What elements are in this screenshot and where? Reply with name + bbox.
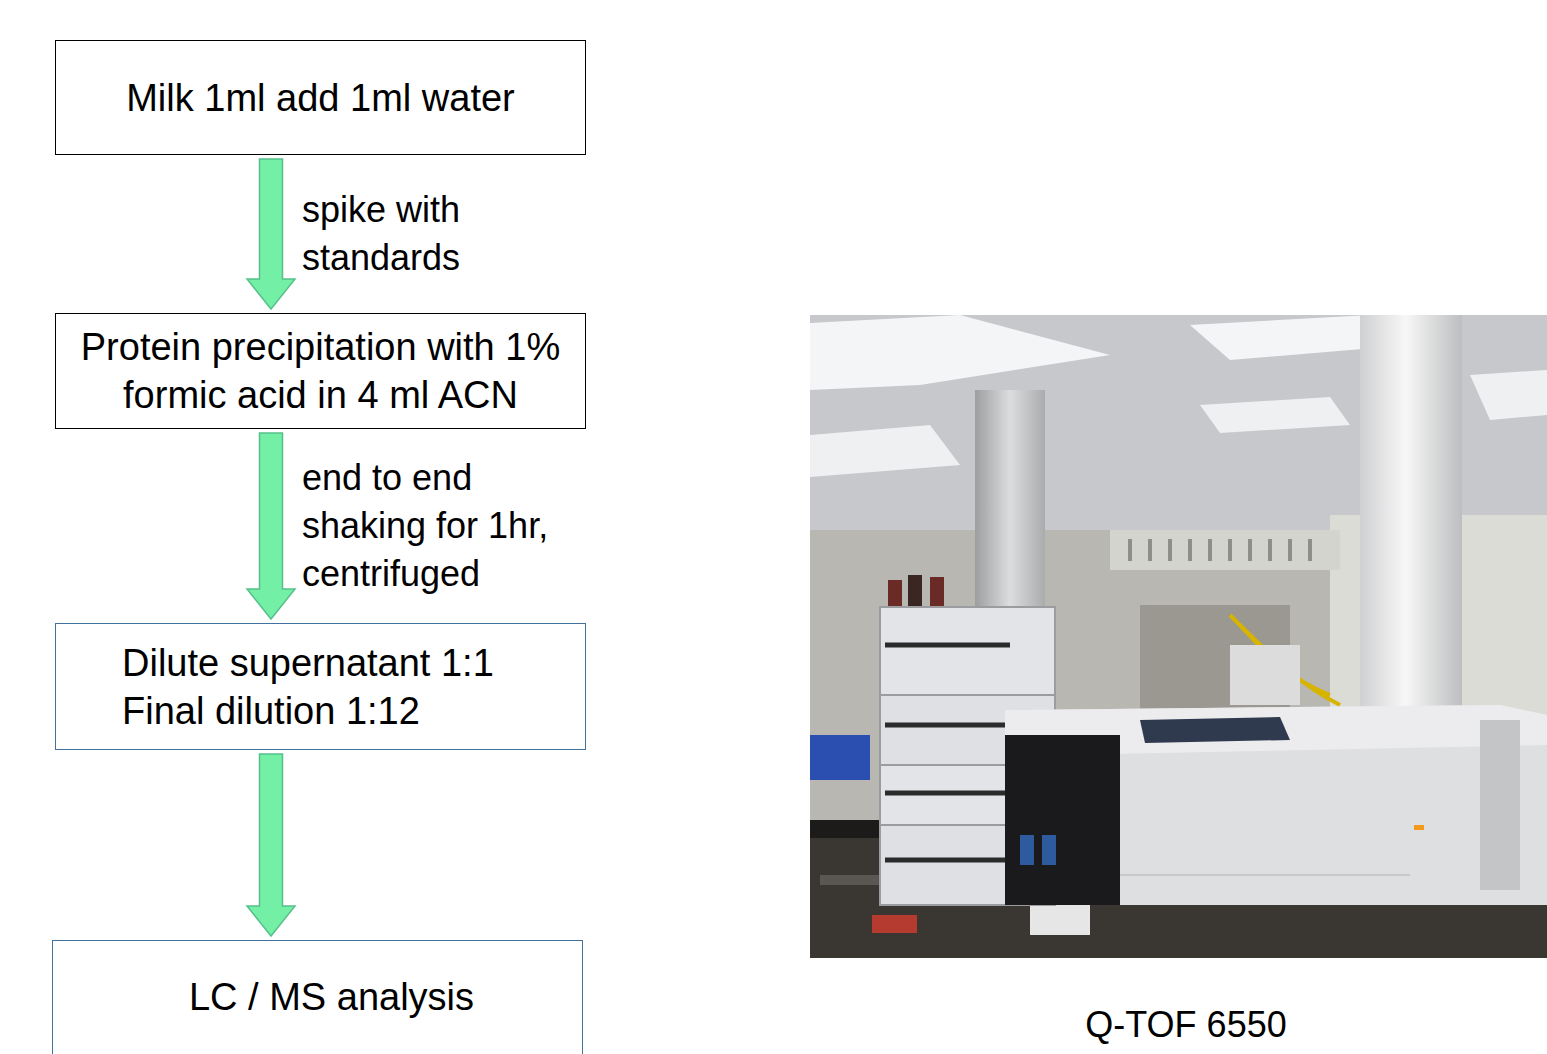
solvent-bottle [930, 577, 944, 610]
lc-panel-lines [885, 645, 1010, 860]
ceiling-light [1470, 370, 1547, 420]
duct [975, 390, 1045, 630]
monitor [810, 735, 870, 780]
solvent-bottle [888, 580, 902, 610]
vent [1110, 530, 1340, 570]
box-text: Milk 1ml add 1ml water [126, 74, 515, 122]
process-box: Milk 1ml add 1ml water [55, 40, 586, 155]
process-box: Protein precipitation with 1% formic aci… [55, 313, 586, 429]
step-note: end to end shaking for 1hr, centrifuged [302, 454, 587, 598]
ms-port [1042, 835, 1056, 865]
ceiling-light [810, 315, 1110, 390]
lc-module [880, 607, 1055, 695]
ceiling-light [810, 425, 960, 477]
photo-caption: Q-TOF 6550 [1036, 1003, 1336, 1047]
process-box: LC / MS analysis [52, 940, 583, 1054]
cables [1230, 615, 1340, 705]
process-box: Dilute supernatant 1:1 Final dilution 1:… [55, 623, 586, 750]
ms-front-panel [1005, 735, 1120, 905]
flow-arrow [247, 433, 295, 619]
box-text: Dilute supernatant 1:1 Final dilution 1:… [122, 639, 545, 735]
vent-slats [1130, 539, 1310, 561]
ms-body [1005, 705, 1547, 905]
box-text: Protein precipitation with 1% formic aci… [64, 323, 577, 419]
tray [872, 915, 917, 933]
computer-case [1230, 645, 1300, 705]
ceiling-light [1200, 397, 1350, 433]
flow-arrow [247, 754, 295, 936]
ms-seam [1120, 874, 1410, 876]
box-text: LC / MS analysis [189, 973, 474, 1021]
ms-side-grille [1480, 720, 1520, 890]
ms-port [1020, 835, 1034, 865]
step-note: spike with standards [302, 186, 512, 282]
solvent-bottle [908, 575, 922, 610]
instrument-photo [810, 315, 1547, 958]
ms-lid [1140, 717, 1290, 743]
ceiling [810, 315, 1547, 958]
status-light [1414, 825, 1424, 830]
flow-arrow [247, 159, 295, 309]
